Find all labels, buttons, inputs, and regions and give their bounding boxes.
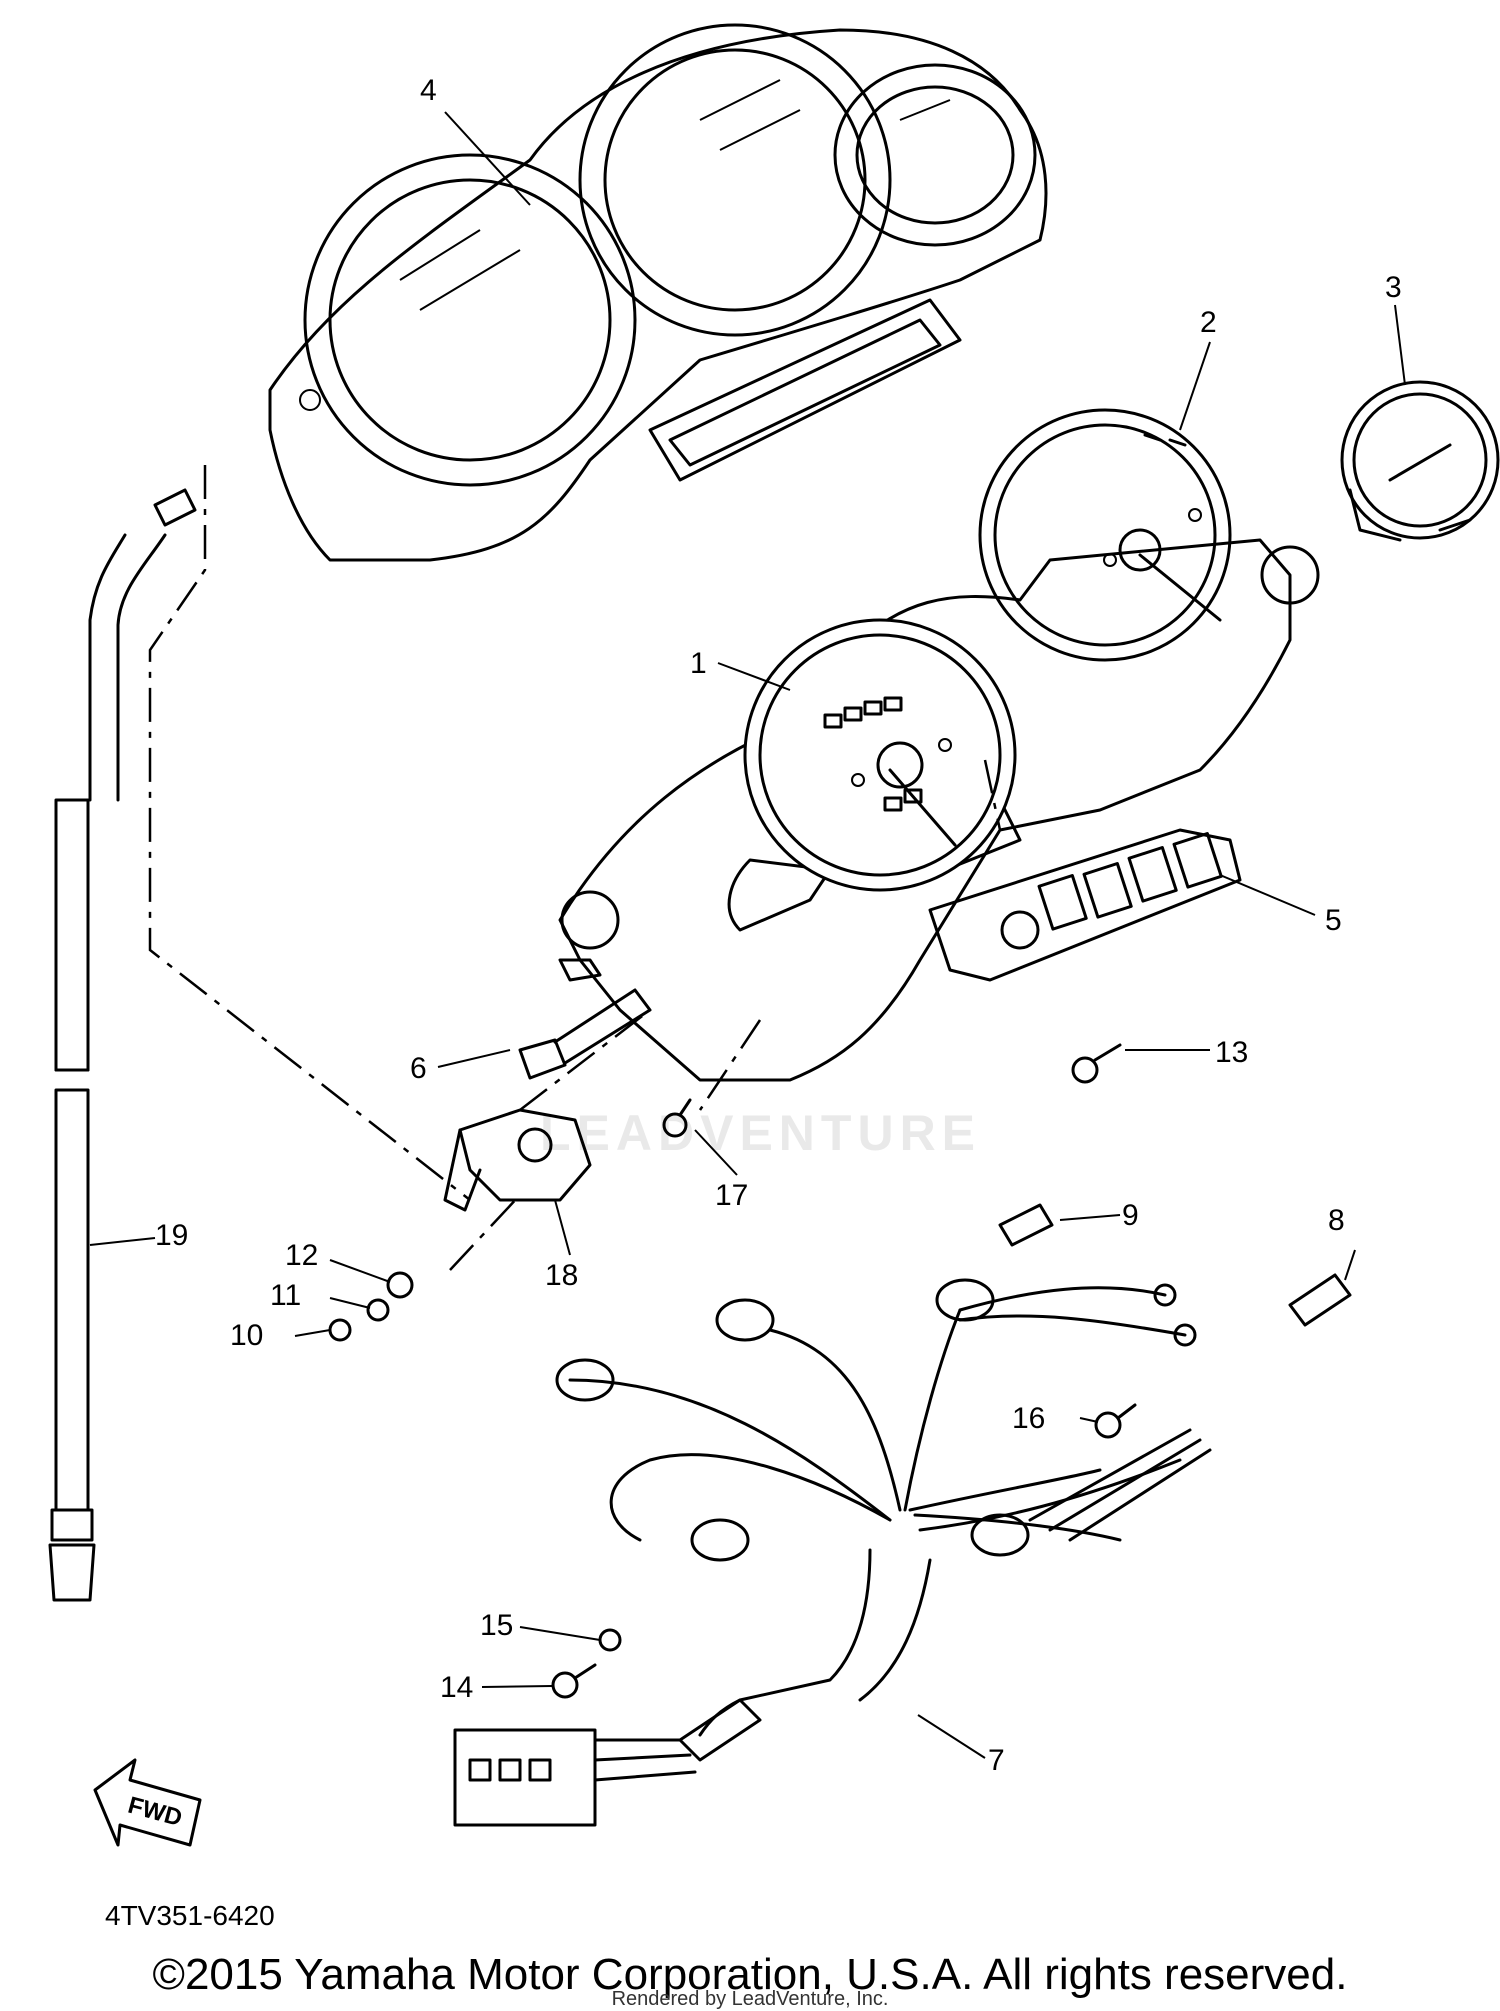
callout-2: 2 bbox=[1200, 306, 1217, 339]
diagram-code: 4TV351-6420 bbox=[105, 1900, 275, 1931]
part-17-screw[interactable] bbox=[662, 1098, 692, 1138]
part-12-nut[interactable] bbox=[386, 1271, 414, 1299]
part-13-screw[interactable] bbox=[1071, 1043, 1122, 1084]
callout-12: 12 bbox=[285, 1239, 318, 1272]
callout-18: 18 bbox=[545, 1259, 578, 1292]
callout-4: 4 bbox=[420, 74, 437, 107]
part-14-screw[interactable] bbox=[551, 1663, 597, 1699]
part-15-washer[interactable] bbox=[598, 1628, 622, 1652]
part-7-harness[interactable] bbox=[453, 1278, 1212, 1827]
callout-14: 14 bbox=[440, 1671, 473, 1704]
assembly-lines bbox=[148, 465, 1002, 1271]
part-2-tachometer[interactable] bbox=[978, 408, 1232, 662]
callout-19: 19 bbox=[155, 1219, 188, 1252]
part-1-speedometer[interactable] bbox=[743, 618, 1017, 892]
part-10-screw[interactable] bbox=[328, 1318, 352, 1342]
leader-lines bbox=[89, 111, 1406, 1759]
callout-1: 1 bbox=[690, 647, 707, 680]
callouts: 4 2 3 1 5 6 13 17 18 9 8 19 12 11 10 16 … bbox=[155, 74, 1402, 1777]
callout-15: 15 bbox=[480, 1609, 513, 1642]
part-4-meter-cover[interactable] bbox=[268, 23, 1048, 562]
callout-9: 9 bbox=[1122, 1199, 1139, 1232]
part-3-gauge[interactable] bbox=[1340, 380, 1500, 542]
callout-16: 16 bbox=[1012, 1402, 1045, 1435]
callout-3: 3 bbox=[1385, 271, 1402, 304]
callout-5: 5 bbox=[1325, 904, 1342, 937]
part-9-bulb[interactable] bbox=[998, 1203, 1054, 1247]
callout-11: 11 bbox=[270, 1279, 301, 1312]
part-6-grommet[interactable] bbox=[518, 988, 652, 1080]
callout-13: 13 bbox=[1215, 1036, 1248, 1069]
fwd-label: FWD bbox=[125, 1792, 185, 1832]
callout-10: 10 bbox=[230, 1319, 263, 1352]
part-8-bulb[interactable] bbox=[1288, 1273, 1352, 1327]
callout-6: 6 bbox=[410, 1052, 427, 1085]
watermark-text: LEADVENTURE bbox=[540, 1105, 981, 1161]
callout-17: 17 bbox=[715, 1179, 748, 1212]
callout-7: 7 bbox=[988, 1744, 1005, 1777]
part-16-screw[interactable] bbox=[1094, 1403, 1137, 1439]
part-11-washer[interactable] bbox=[366, 1298, 390, 1322]
part-5-indicator-panel[interactable] bbox=[928, 828, 1242, 982]
fwd-arrow-icon: FWD bbox=[93, 1758, 202, 1847]
part-19-cable[interactable] bbox=[48, 488, 197, 1602]
copyright-text: ©2015 Yamaha Motor Corporation, U.S.A. A… bbox=[152, 1950, 1348, 1999]
rendered-by-text: Rendered by LeadVenture, Inc. bbox=[611, 1988, 889, 2010]
part-18-bracket[interactable] bbox=[443, 1108, 592, 1212]
callout-8: 8 bbox=[1328, 1204, 1345, 1237]
